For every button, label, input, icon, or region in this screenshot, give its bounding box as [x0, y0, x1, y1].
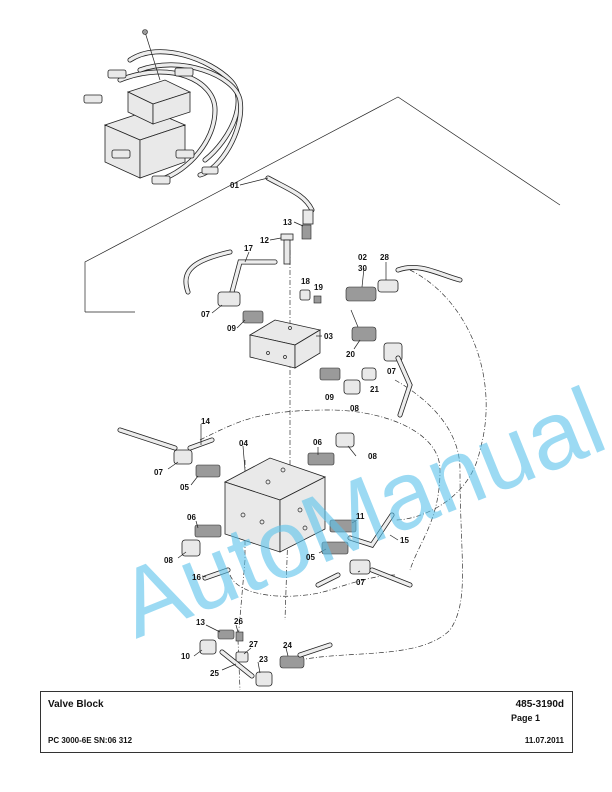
callout-05: 05 [306, 553, 315, 562]
ball-valve-20 [350, 309, 377, 342]
callout-08: 08 [350, 404, 359, 413]
hose-fitting-01 [265, 175, 315, 225]
callout-25: 25 [210, 669, 219, 678]
elbow-fitting-07-lower [349, 559, 371, 575]
title-block: Valve Block 485-3190d Page 1 PC 3000-6E … [40, 691, 573, 753]
callout-07: 07 [387, 367, 396, 376]
callout-30: 30 [358, 264, 367, 273]
callout-06: 06 [313, 438, 322, 447]
callout-05: 05 [180, 483, 189, 492]
callout-20: 20 [346, 350, 355, 359]
callout-07: 07 [356, 578, 365, 587]
callout-23: 23 [259, 655, 268, 664]
fitting-08-right [343, 379, 361, 395]
callout-17: 17 [244, 244, 253, 253]
document-number: 485-3190d [515, 699, 564, 710]
plug-19 [313, 295, 322, 304]
adapter-13-lower [217, 629, 235, 640]
callout-06: 06 [187, 513, 196, 522]
callout-08: 08 [368, 452, 377, 461]
fitting-10 [199, 639, 217, 655]
valve-block-03 [248, 319, 322, 369]
callout-08: 08 [164, 556, 173, 565]
callout-26: 26 [234, 617, 243, 626]
nut-18 [299, 289, 311, 301]
callout-13: 13 [283, 218, 292, 227]
elbow-fitting-08-lower [181, 539, 201, 557]
elbow-fitting-07-upper [217, 291, 241, 307]
adapter-11 [329, 519, 357, 533]
callout-07: 07 [154, 468, 163, 477]
seal-26 [235, 631, 244, 642]
callout-13: 13 [196, 618, 205, 627]
adapter-06-lower [194, 524, 222, 538]
elbow-fitting-07-left [173, 449, 193, 465]
callout-16: 16 [192, 573, 201, 582]
assembly-overview-sketch [83, 29, 244, 185]
callout-09: 09 [325, 393, 334, 402]
callout-28: 28 [380, 253, 389, 262]
callout-24: 24 [283, 641, 292, 650]
adapter-09-right [319, 367, 341, 381]
callout-11: 11 [356, 512, 365, 521]
callout-03: 03 [324, 332, 333, 341]
valve-block-04 [223, 457, 327, 553]
callout-09: 09 [227, 324, 236, 333]
machine-model: PC 3000-6E SN:06 312 [48, 736, 133, 745]
revision-date: 11.07.2011 [524, 736, 564, 745]
callout-27: 27 [249, 640, 258, 649]
callout-04: 04 [239, 439, 248, 448]
callout-21: 21 [370, 385, 379, 394]
callout-12: 12 [260, 236, 269, 245]
fitting-08-upper [335, 432, 355, 448]
fitting-27 [235, 651, 249, 663]
callout-15: 15 [400, 536, 409, 545]
callout-10: 10 [181, 652, 190, 661]
adapter-13-upper [301, 224, 312, 240]
adapter-05-upper [195, 464, 221, 478]
callout-18: 18 [301, 277, 310, 286]
callout-07: 07 [201, 310, 210, 319]
drawing-title: Valve Block [48, 699, 104, 710]
callout-14: 14 [201, 417, 210, 426]
callout-19: 19 [314, 283, 323, 292]
page-number: Page 1 [511, 713, 541, 723]
adapter-06-upper [307, 452, 335, 466]
leader-lines [167, 177, 399, 674]
fitting-28 [377, 279, 399, 293]
bolt-12 [280, 233, 294, 265]
callout-labels: 01 13 12 17 02 28 30 18 19 07 09 03 20 0… [154, 181, 409, 678]
adapter-09-upper [242, 310, 264, 324]
callout-02: 02 [358, 253, 367, 262]
fitting-21 [361, 367, 377, 381]
elbow-fitting-23 [255, 671, 273, 687]
adapter-05-lower [321, 541, 349, 555]
fitting-02-30 [345, 286, 377, 302]
callout-01: 01 [230, 181, 239, 190]
hose-end-24 [279, 655, 305, 669]
frame-outline [84, 96, 561, 313]
